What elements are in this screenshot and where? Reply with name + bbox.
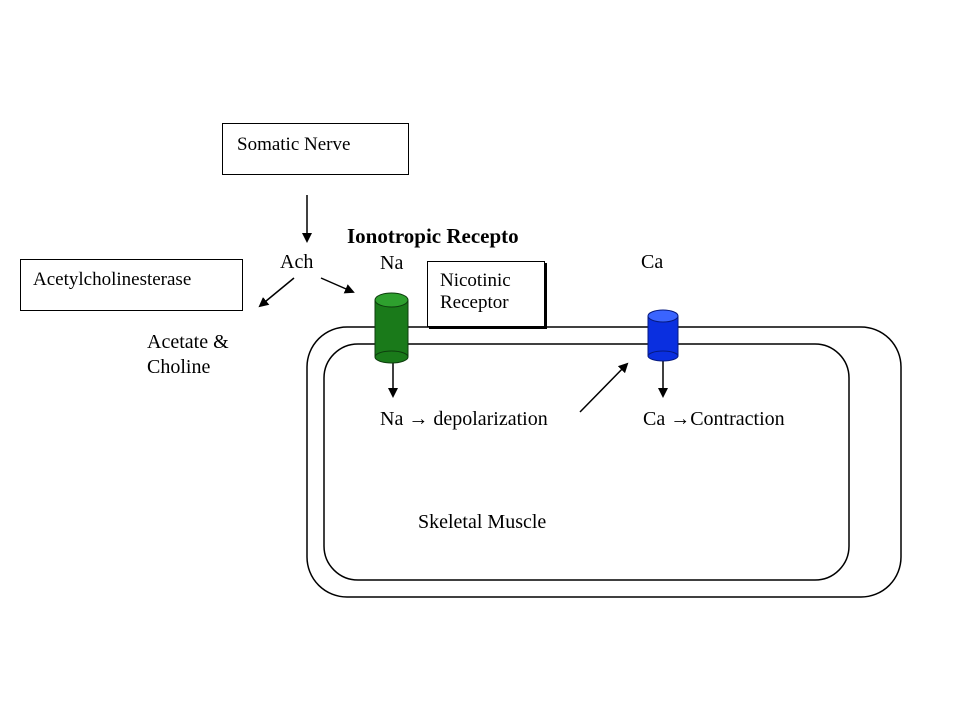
arrow-ach-to-acetate xyxy=(258,277,295,308)
somatic-nerve-box: Somatic Nerve xyxy=(222,123,409,175)
acetate-label-line2: Choline xyxy=(147,356,211,378)
ionotropic-receptor-title: Ionotropic Recepto xyxy=(347,224,519,248)
nicotinic-label-line2: Receptor xyxy=(440,291,509,313)
acetate-label-line1: Acetate & xyxy=(147,331,229,353)
ca-contraction-label: Ca →Contraction xyxy=(643,408,785,430)
acetylcholinesterase-label: Acetylcholinesterase xyxy=(33,269,192,290)
arrow-depolarization-to-ca xyxy=(579,362,629,413)
acetylcholinesterase-box: Acetylcholinesterase xyxy=(20,259,243,311)
na-top-label: Na xyxy=(380,252,404,274)
ca-top-label: Ca xyxy=(641,251,664,273)
nicotinic-receptor-box: Nicotinic Receptor xyxy=(427,261,545,327)
skeletal-muscle-label: Skeletal Muscle xyxy=(418,511,547,533)
ach-label: Ach xyxy=(280,251,314,273)
ca-channel-icon xyxy=(647,309,679,362)
muscle-inner-membrane xyxy=(323,343,850,581)
nicotinic-label-line1: Nicotinic xyxy=(440,270,511,291)
na-depolarization-label: Na → depolarization xyxy=(380,408,548,430)
muscle-outer-membrane xyxy=(306,326,902,598)
na-channel-icon xyxy=(374,292,409,364)
arrow-ach-to-receptor xyxy=(320,277,355,294)
somatic-nerve-label: Somatic Nerve xyxy=(237,134,351,155)
